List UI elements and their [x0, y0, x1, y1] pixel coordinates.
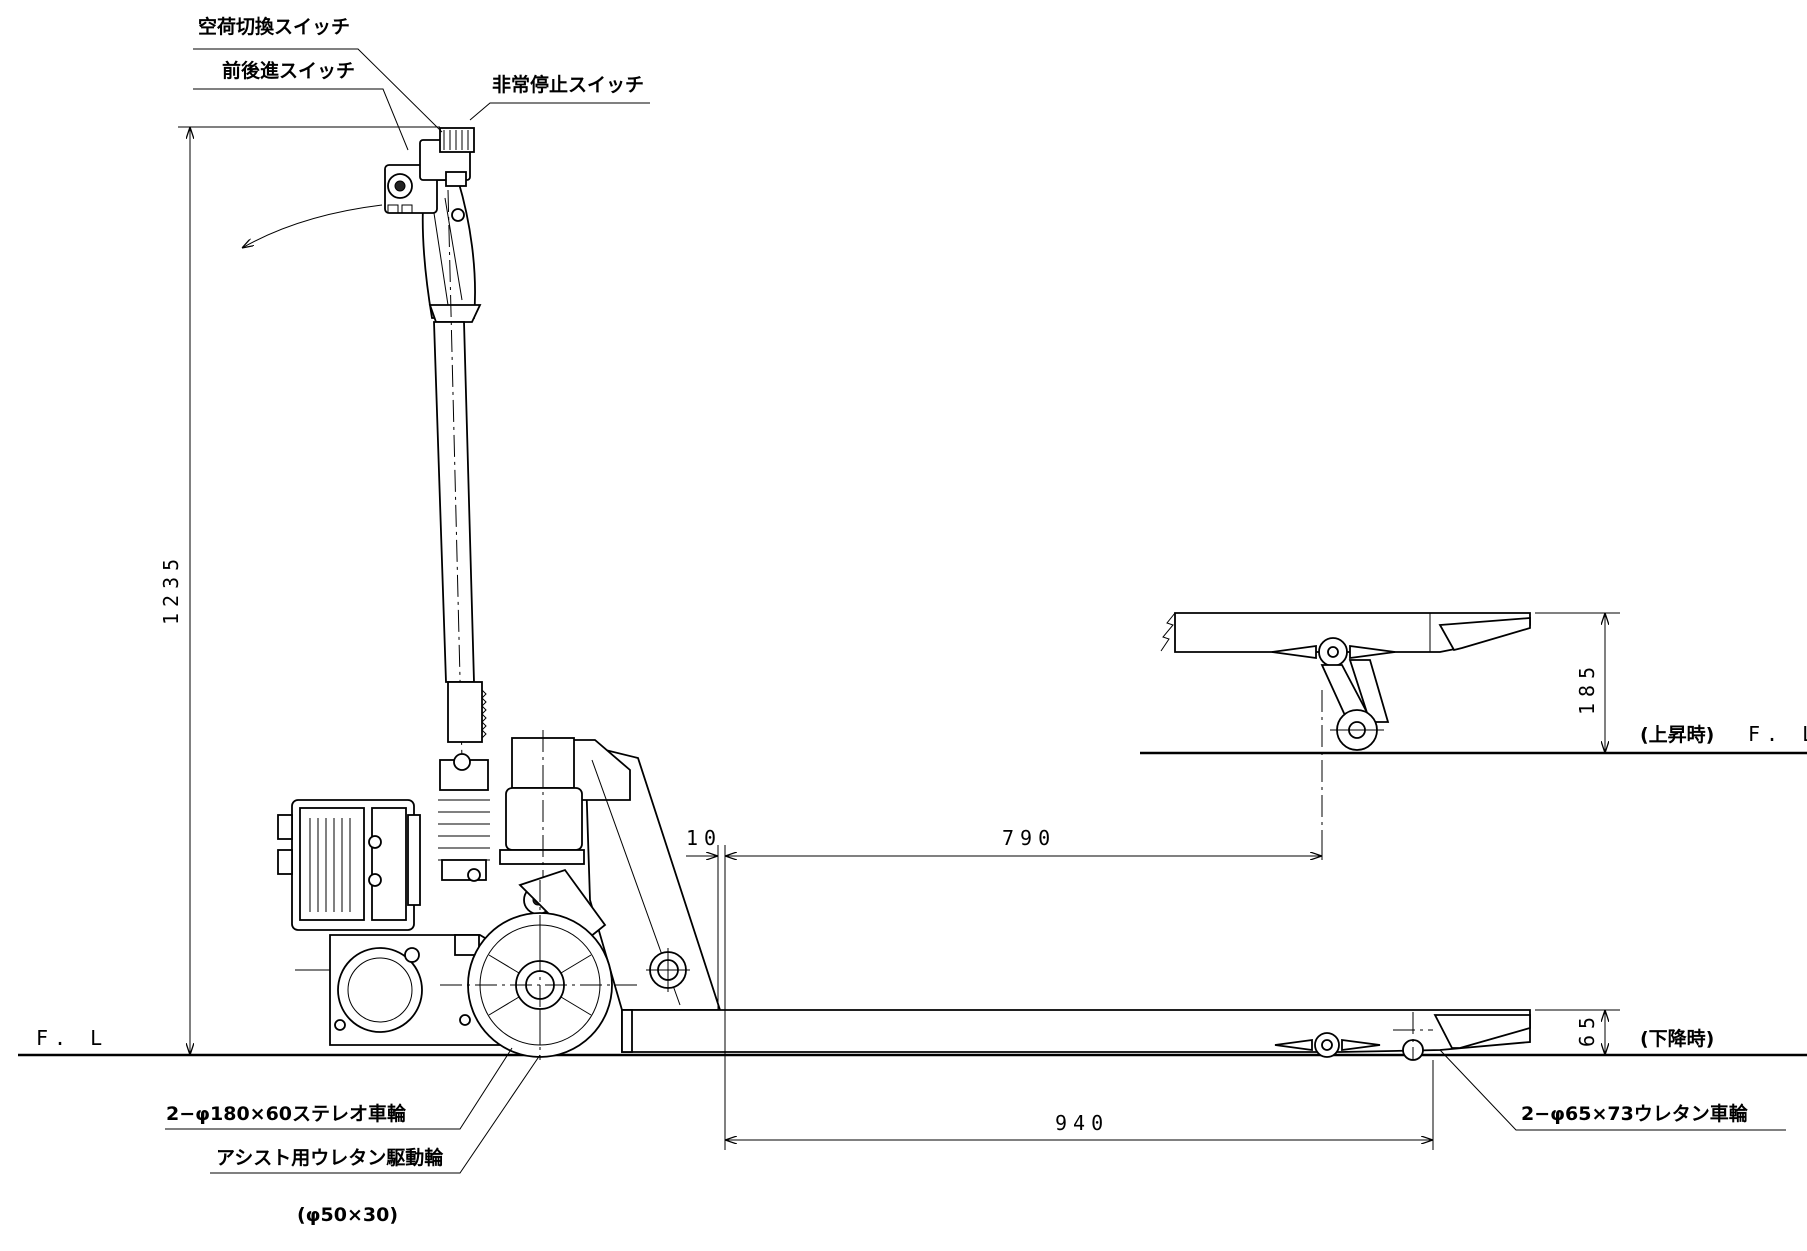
dim-fork-lowered: 65	[1575, 1011, 1599, 1047]
vertical-dimensions	[1535, 612, 1620, 1055]
dim-height-total: 1235	[159, 553, 183, 625]
handle-shaft	[433, 189, 487, 761]
leader-lines	[165, 48, 1786, 1174]
dim-fork-raised: 185	[1575, 661, 1599, 715]
label-empty-load-switch: 空荷切換スイッチ	[198, 15, 350, 38]
label-emergency-stop: 非常停止スイッチ	[492, 73, 644, 96]
label-floor-right: F. L	[1748, 722, 1807, 746]
height-dimension	[178, 126, 440, 1055]
fork-raised	[1160, 612, 1531, 860]
fork-lowered	[621, 1009, 1531, 1061]
hydraulic-cylinder	[499, 730, 607, 947]
drive-motor	[295, 934, 506, 1046]
label-floor-left: F. L	[36, 1026, 108, 1050]
dim-fork-length: 940	[1055, 1111, 1109, 1135]
horizontal-dimensions	[686, 842, 1434, 1150]
battery-box	[277, 799, 421, 931]
stereo-wheel	[440, 880, 640, 1060]
label-urethane-wheel: 2−φ65×73ウレタン車輪	[1521, 1102, 1749, 1125]
label-stereo-wheel: 2−φ180×60ステレオ車輪	[166, 1102, 407, 1125]
dim-wheel-distance: 790	[1002, 826, 1056, 850]
handle-rotation-arrow	[242, 204, 383, 248]
spring-assembly	[438, 753, 490, 882]
handle	[384, 127, 482, 323]
label-assist-wheel-size: (φ50×30)	[297, 1204, 398, 1226]
label-direction-switch: 前後進スイッチ	[222, 59, 355, 82]
label-raised: (上昇時)	[1640, 724, 1714, 746]
label-assist-wheel: アシスト用ウレタン駆動輪	[216, 1146, 444, 1169]
label-lowered: (下降時)	[1640, 1027, 1714, 1050]
dim-gap: 10	[686, 826, 722, 850]
